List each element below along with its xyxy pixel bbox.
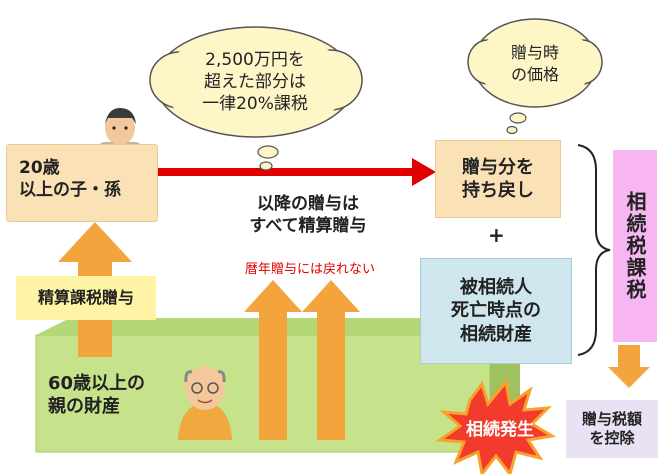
tax-down-arrow: [608, 345, 650, 388]
estate-box-line1: 被相続人: [460, 276, 532, 298]
subsequent-text: 以降の贈与は すべて精算贈与: [228, 188, 388, 242]
cloud-right-line2: の価格: [510, 65, 559, 84]
return-box-line1: 贈与分を: [462, 156, 534, 178]
estate-box: 被相続人 死亡時点の 相続財産: [420, 258, 572, 364]
grandpa-avatar-icon: [178, 366, 232, 440]
child-box-line1: 20歳: [19, 158, 60, 178]
estate-box-line3: 相続財産: [460, 323, 532, 345]
child-box: 20歳 以上の子・孫: [6, 144, 158, 222]
cloud-right-text: 贈与時 の価格: [490, 36, 580, 92]
parent-line1: 60歳以上の: [48, 373, 146, 394]
plus-sign: +: [488, 223, 505, 247]
subsequent-line2: すべて精算贈与: [249, 216, 367, 236]
bracket-icon: [577, 144, 611, 356]
thought-cloud-icon: [149, 26, 363, 171]
return-box-line2: 持ち戻し: [462, 180, 534, 201]
inheritance-label: 相続発生: [466, 419, 534, 440]
cloud-left-line3: 一律20%課税: [202, 94, 308, 115]
cloud-left-line1: 2,500万円を: [205, 49, 305, 70]
return-red-arrow: [155, 158, 436, 186]
cloud-right-line1: 贈与時: [510, 43, 559, 63]
warning-text: 暦年贈与には戻れない: [244, 262, 375, 277]
tax-box: 相続税課税: [613, 150, 657, 342]
return-box: 贈与分を 持ち戻し: [435, 140, 561, 218]
cloud-left-line2: 超えた部分は: [204, 71, 306, 92]
deduct-box: 贈与税額 を控除: [566, 400, 658, 458]
cloud-left-text: 2,500万円を 超えた部分は 一律20%課税: [175, 42, 335, 122]
subsequent-gift-arrow-1: [244, 280, 302, 440]
subsequent-line1: 以降の贈与は: [257, 193, 359, 214]
deduct-box-line1: 贈与税額: [581, 409, 642, 428]
parent-line2: 親の財産: [48, 396, 120, 418]
explosion-icon: [435, 378, 557, 474]
transfer-label: 精算課税贈与: [16, 276, 156, 320]
deduct-box-line2: を控除: [589, 429, 635, 447]
child-box-line2: 以上の子・孫: [19, 180, 121, 201]
subsequent-gift-arrow-2: [302, 280, 360, 440]
parent-text: 60歳以上の 親の財産: [48, 372, 145, 419]
thought-cloud-icon: [467, 18, 603, 135]
estate-box-line2: 死亡時点の: [451, 300, 541, 322]
